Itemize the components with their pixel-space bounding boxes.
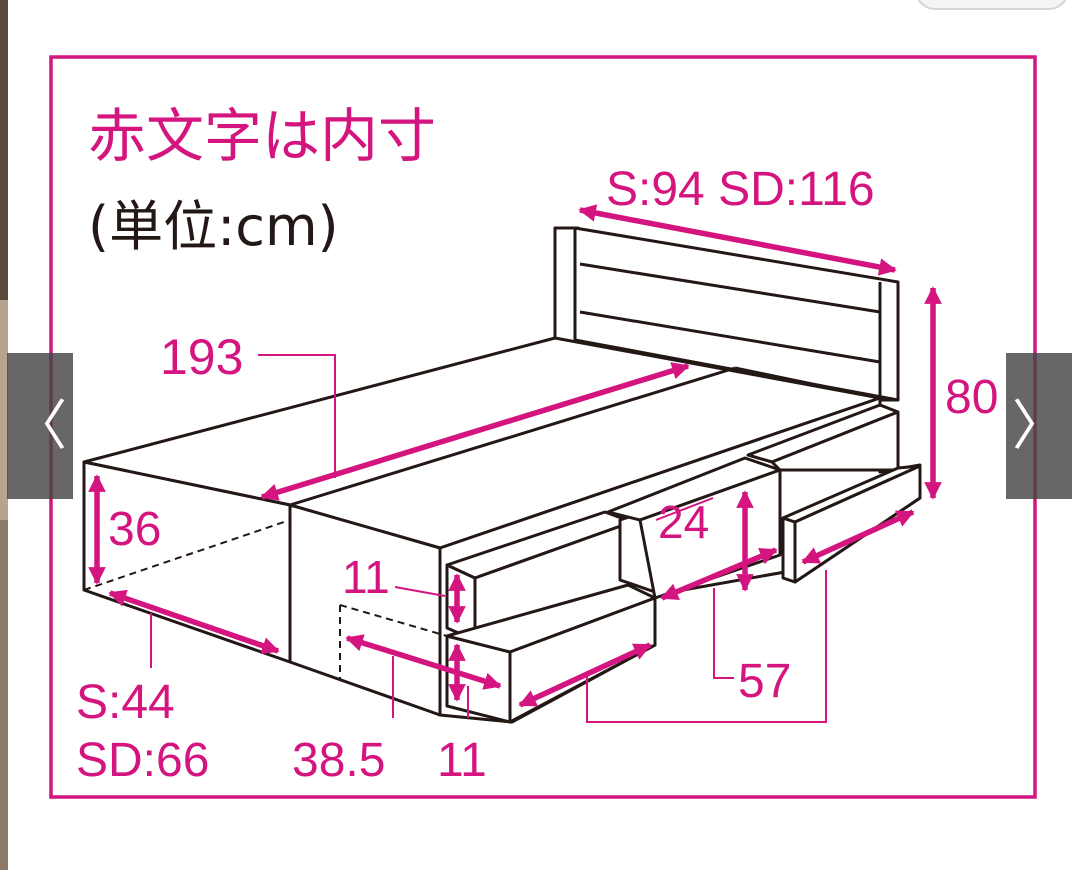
chevron-right-icon[interactable]: 〉	[1006, 353, 1072, 499]
label-storage-depth-sd: SD:66	[76, 734, 209, 787]
drawer-far-front	[781, 516, 797, 584]
dimension-arrows	[88, 204, 942, 708]
arrow-drawer-depth	[345, 634, 502, 690]
label-drawer-height: 24	[658, 496, 709, 548]
adjacent-image-edge	[0, 0, 8, 870]
label-height-total: 80	[945, 371, 998, 424]
hidden-lines	[83, 519, 448, 680]
label-drawer-width: 57	[738, 655, 791, 708]
label-storage-height: 36	[108, 503, 161, 556]
label-headboard-width: S:94 SD:116	[606, 163, 875, 216]
label-drawer-upper-height: 11	[342, 551, 390, 603]
label-drawer-depth: 38.5	[292, 734, 385, 787]
label-drawer-lower-height: 11	[437, 734, 487, 787]
bed-illustration	[82, 226, 922, 724]
leader-lines	[150, 354, 827, 723]
arrow-drawer-width-right	[801, 509, 915, 565]
arrow-drawer-width-middle	[660, 547, 778, 601]
unit-label: (単位:cm)	[88, 195, 339, 258]
arrow-length	[260, 362, 690, 501]
arrow-storage-depth	[108, 589, 280, 655]
arrow-headboard-width	[578, 204, 897, 276]
label-length: 193	[160, 329, 243, 385]
label-storage-depth-s: S:44	[76, 676, 175, 729]
chevron-left-icon[interactable]: 〈	[7, 353, 73, 499]
arrow-drawer-width-lower	[518, 642, 652, 708]
diagram-title: 赤文字は内寸	[88, 102, 436, 170]
